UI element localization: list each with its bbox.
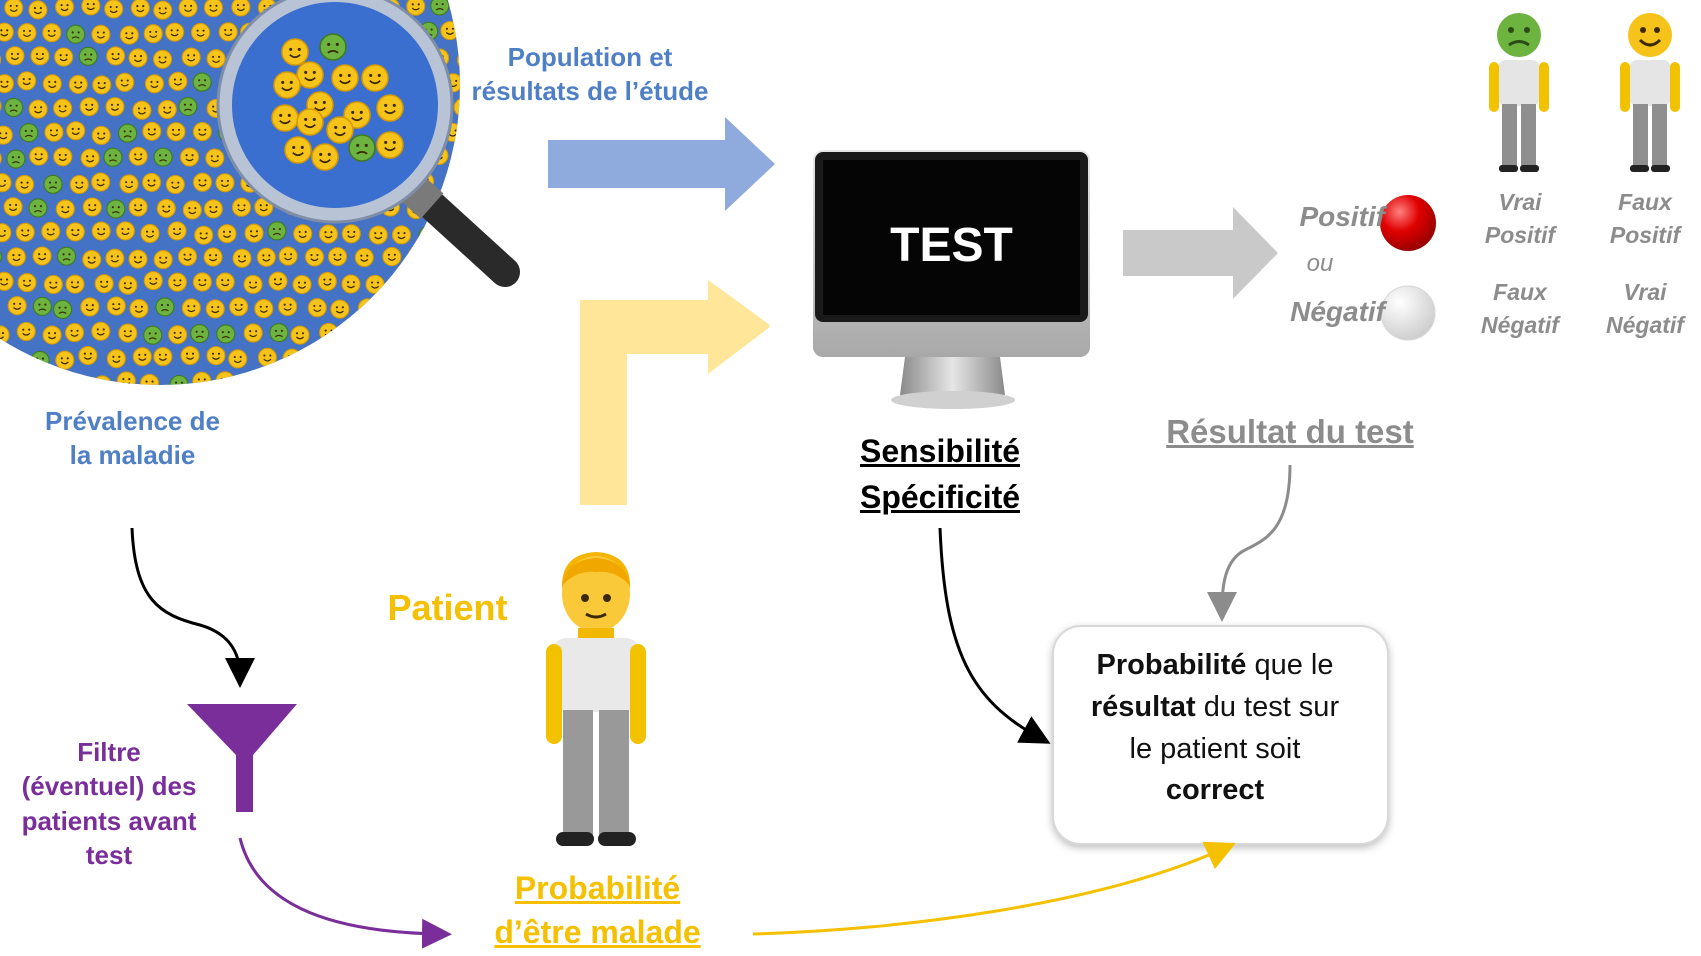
patient-person-icon — [546, 552, 646, 846]
or-label: ou — [1306, 250, 1334, 277]
blue-arrow — [548, 117, 775, 211]
healthy-person-icon — [1620, 13, 1680, 172]
test-screen-label: TEST — [890, 219, 1013, 272]
filter-to-probability-arrow — [238, 837, 452, 949]
sick-person-icon — [1489, 13, 1549, 172]
result-to-box-arrow — [1207, 464, 1292, 622]
negative-label: Négatif — [1290, 296, 1385, 327]
result-box-text: Probabilité que le résultat du test sur … — [1090, 649, 1340, 807]
magnifier-icon — [216, 0, 520, 287]
test-result-label: Résultat du test — [1166, 413, 1414, 450]
prevalence-to-filter-arrow — [130, 527, 255, 688]
sensitivity-to-box-arrow — [938, 527, 1051, 744]
red-ball-icon — [1380, 195, 1436, 251]
probability-to-box-arrow — [752, 841, 1236, 936]
patient-label: Patient — [387, 587, 508, 628]
gray-arrow — [1123, 207, 1278, 299]
computer-monitor-icon — [813, 150, 1090, 409]
white-ball-icon — [1380, 285, 1436, 341]
positive-label: Positif — [1299, 201, 1385, 232]
filter-funnel-icon — [187, 704, 297, 812]
